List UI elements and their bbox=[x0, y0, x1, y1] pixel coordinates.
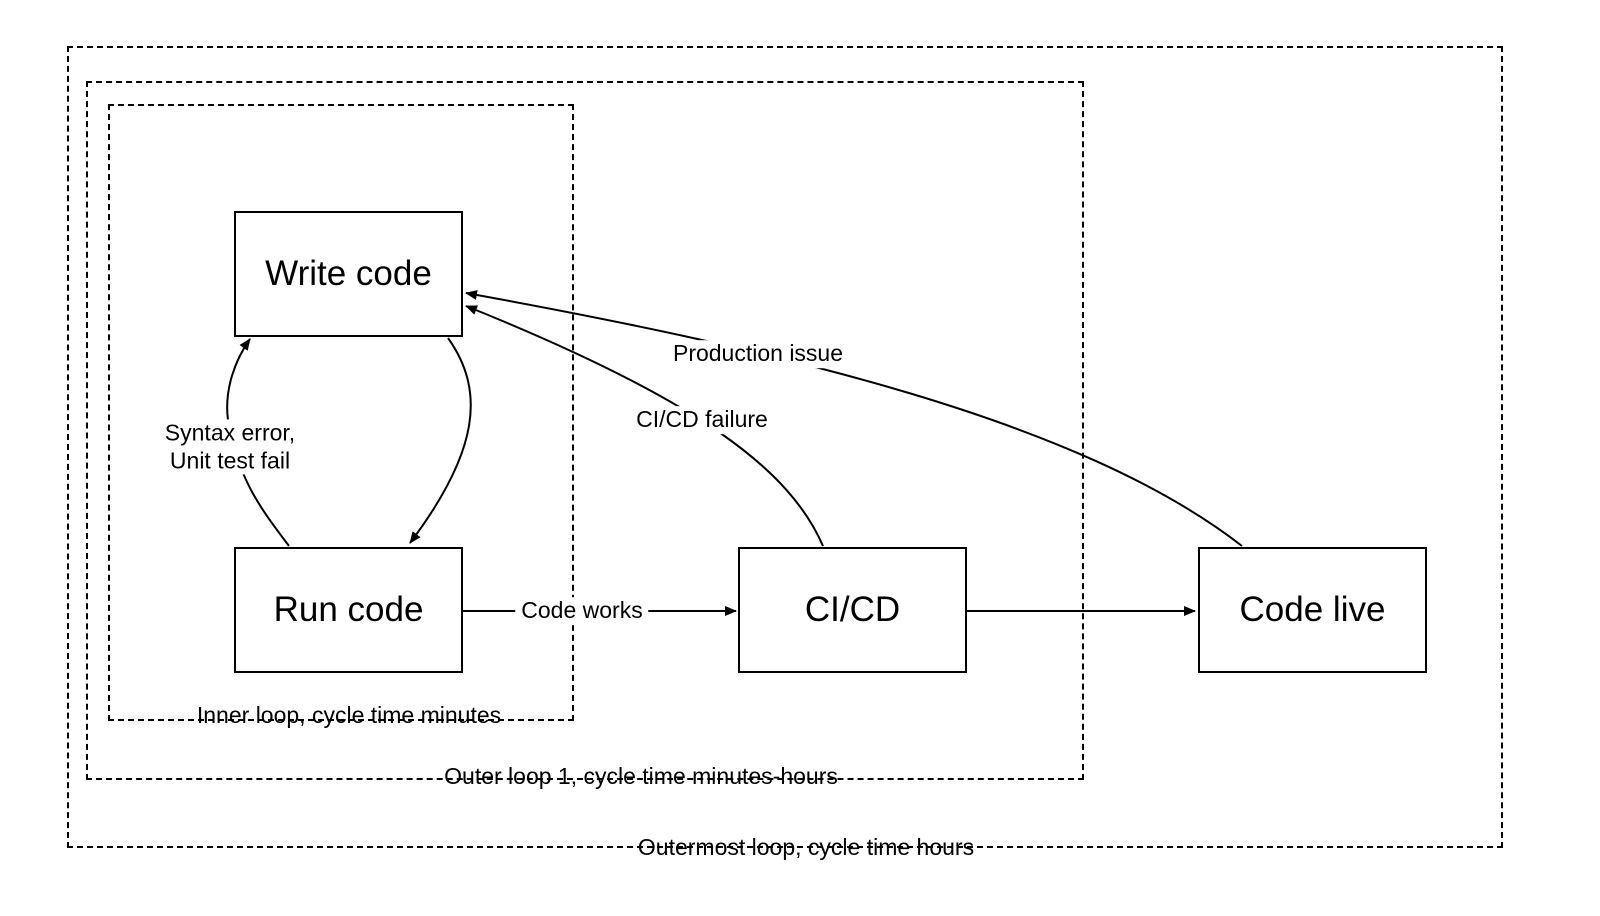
edge-live-to-write bbox=[465, 290, 1243, 547]
edge-label-code-works: Code works bbox=[515, 597, 649, 625]
node-code-live-label: Code live bbox=[1239, 590, 1386, 629]
edge-write-to-run bbox=[409, 337, 472, 544]
node-write-code: Write code bbox=[234, 211, 463, 337]
node-run-code: Run code bbox=[234, 547, 463, 673]
outer-loop-1-frame bbox=[86, 81, 1084, 780]
edge-label-production-issue: Production issue bbox=[666, 340, 850, 368]
node-write-code-label: Write code bbox=[265, 254, 432, 293]
node-code-live: Code live bbox=[1198, 547, 1427, 673]
edge-label-syntax-error-line2: Unit test fail bbox=[169, 447, 291, 473]
node-cicd-label: CI/CD bbox=[804, 590, 901, 629]
edge-label-syntax-error-line1: Syntax error, bbox=[164, 419, 296, 446]
node-cicd: CI/CD bbox=[738, 547, 967, 673]
inner-loop-frame bbox=[108, 104, 574, 721]
edge-label-cicd-failure: CI/CD failure bbox=[630, 406, 774, 434]
outermost-loop-frame bbox=[67, 46, 1503, 848]
outermost-loop-caption: Outermost loop, cycle time hours bbox=[637, 834, 975, 860]
outer-loop-1-caption: Outer loop 1, cycle time minutes-hours bbox=[444, 763, 838, 789]
node-run-code-label: Run code bbox=[273, 590, 424, 629]
edge-label-syntax-error: Syntax error, Unit test fail bbox=[158, 419, 302, 475]
inner-loop-caption: Inner loop, cycle time minutes bbox=[196, 702, 502, 728]
